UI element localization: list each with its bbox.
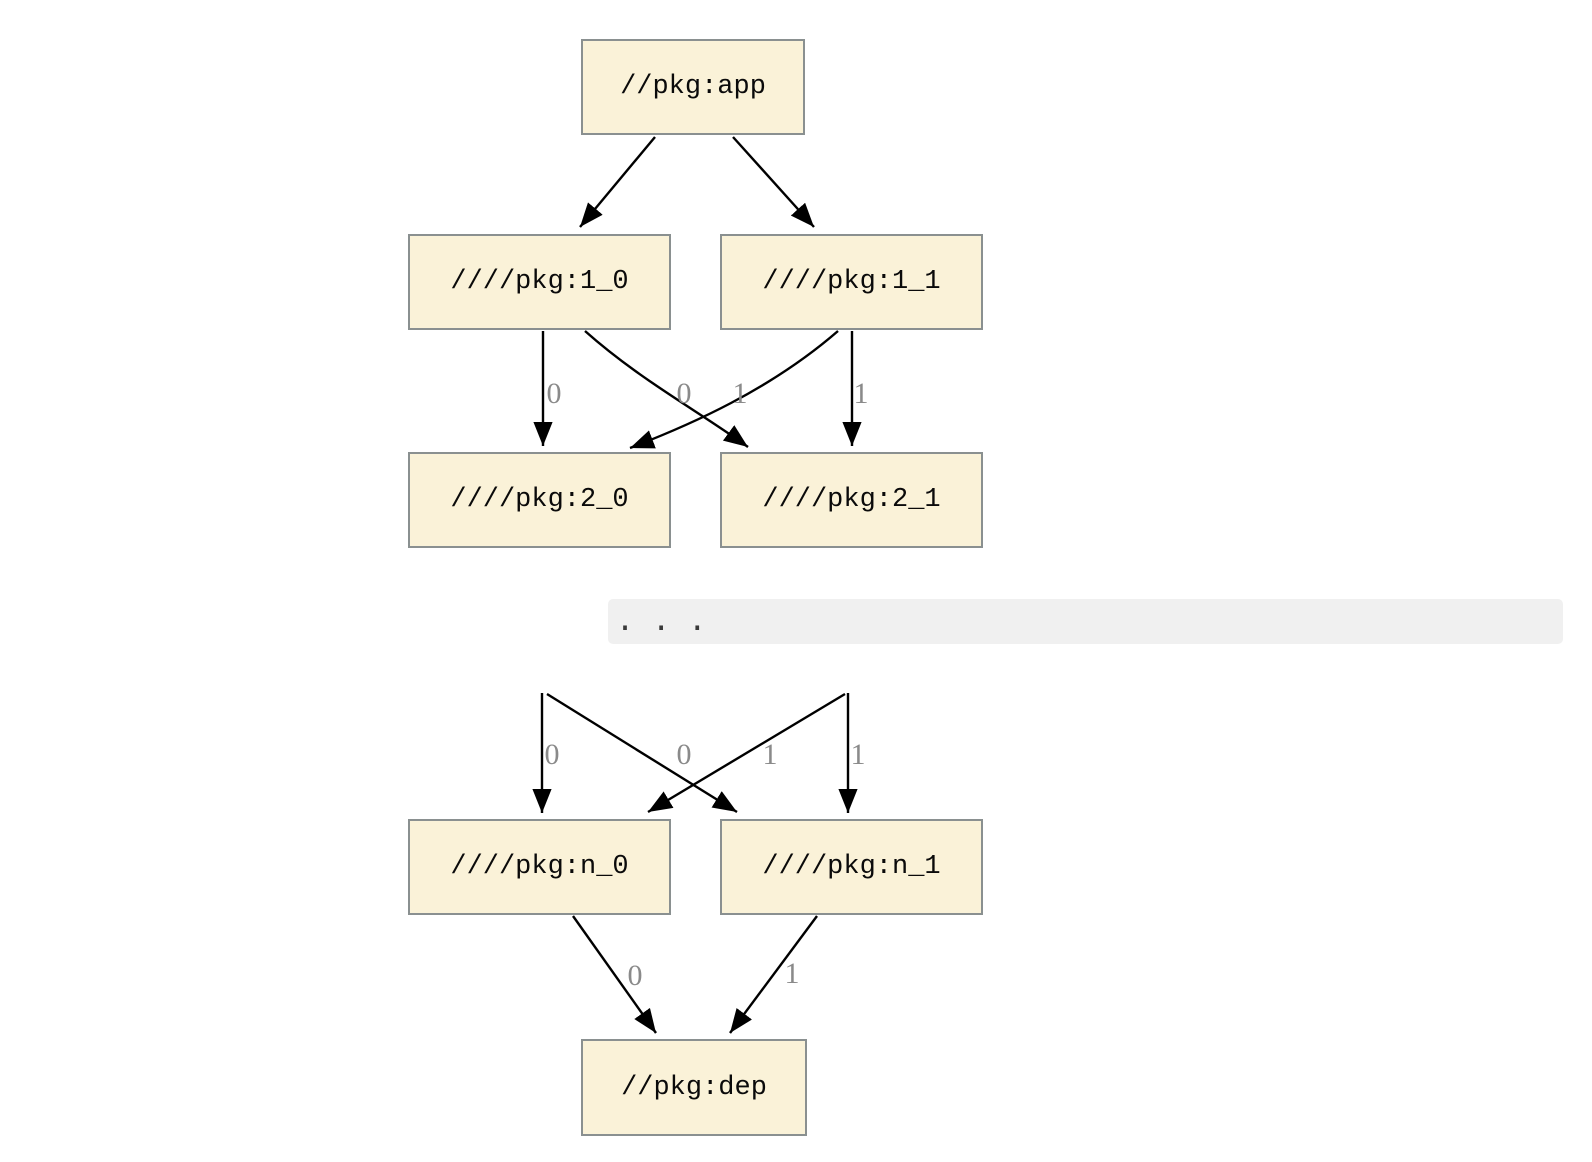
edge-1_1-to-2_0 bbox=[629, 330, 839, 450]
edge-n_0-to-dep bbox=[572, 915, 657, 1034]
node-pkg-n_0: ////pkg:n_0 bbox=[408, 819, 671, 915]
node-pkg-2_0: ////pkg:2_0 bbox=[408, 452, 671, 548]
node-label: ////pkg:1_1 bbox=[762, 267, 941, 297]
node-pkg-2_1: ////pkg:2_1 bbox=[720, 452, 983, 548]
edge-label: 0 bbox=[677, 377, 692, 410]
edge-label: 1 bbox=[763, 738, 778, 771]
node-pkg-dep: //pkg:dep bbox=[581, 1039, 807, 1136]
edge-label: 0 bbox=[547, 377, 562, 410]
edge-label: 1 bbox=[785, 957, 800, 990]
node-label: //pkg:app bbox=[620, 72, 766, 102]
edge-n_1-to-dep bbox=[729, 915, 818, 1034]
edge-label: 0 bbox=[545, 738, 560, 771]
node-label: ////pkg:2_1 bbox=[762, 485, 941, 515]
node-label: ////pkg:n_1 bbox=[762, 852, 941, 882]
truncation-ellipsis-band: . . . bbox=[608, 599, 1563, 644]
edge-app-to-1_0 bbox=[579, 136, 656, 228]
edge-label: 1 bbox=[733, 377, 748, 410]
edge-label: 0 bbox=[677, 738, 692, 771]
edge-app-to-1_1 bbox=[732, 136, 815, 228]
node-label: //pkg:dep bbox=[621, 1072, 767, 1103]
edge-cut-to-n_0-cross bbox=[647, 692, 846, 814]
edge-label: 0 bbox=[628, 959, 643, 992]
node-pkg-n_1: ////pkg:n_1 bbox=[720, 819, 983, 915]
edge-label: 1 bbox=[851, 738, 866, 771]
ellipsis-text: . . . bbox=[616, 603, 707, 638]
edge-label: 1 bbox=[854, 377, 869, 410]
node-pkg-app: //pkg:app bbox=[581, 39, 805, 135]
node-pkg-1_0: ////pkg:1_0 bbox=[408, 234, 671, 330]
edge-cut-to-n_1-cross bbox=[546, 692, 738, 814]
node-pkg-1_1: ////pkg:1_1 bbox=[720, 234, 983, 330]
node-label: ////pkg:1_0 bbox=[450, 267, 629, 297]
node-label: ////pkg:2_0 bbox=[450, 485, 629, 515]
edge-1_0-to-2_1 bbox=[584, 330, 749, 448]
node-label: ////pkg:n_0 bbox=[450, 852, 629, 882]
